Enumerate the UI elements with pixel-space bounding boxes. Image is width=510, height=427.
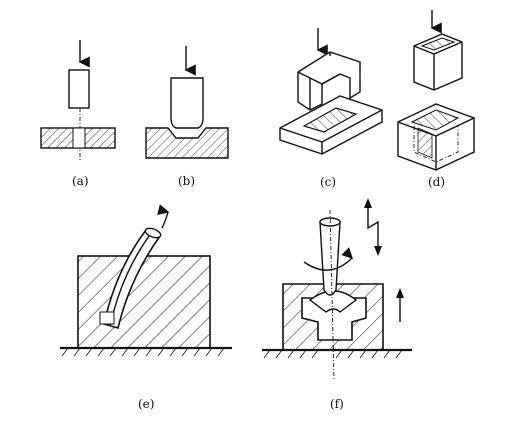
ground-hatch-f [263, 349, 403, 359]
rotation-arrow-f [303, 247, 353, 271]
caption-a: (a) [72, 174, 89, 188]
upper-box-d [413, 33, 463, 91]
oscillation-arrow-f [367, 204, 379, 250]
die-block-e [77, 255, 211, 349]
punch-b [170, 77, 204, 129]
caption-f: (f) [330, 397, 344, 411]
panel-b: (b) [145, 46, 229, 188]
exit-arrow-e [157, 204, 170, 229]
ground-hatch-e [61, 347, 225, 357]
panel-c: (c) [279, 28, 383, 189]
punch-a [68, 69, 90, 109]
panel-f: (f) [262, 198, 412, 411]
panel-e: (e) [60, 204, 232, 411]
caption-b: (b) [178, 174, 195, 188]
panel-d: (d) [397, 10, 475, 189]
caption-e: (e) [138, 397, 154, 411]
caption-c: (c) [320, 175, 336, 189]
panel-a: (a) [40, 40, 116, 188]
punch-c [297, 51, 361, 111]
caption-d: (d) [428, 175, 445, 189]
block-b [145, 127, 229, 159]
die-cavity-c [302, 107, 358, 133]
rotary-tool-f [319, 221, 341, 296]
